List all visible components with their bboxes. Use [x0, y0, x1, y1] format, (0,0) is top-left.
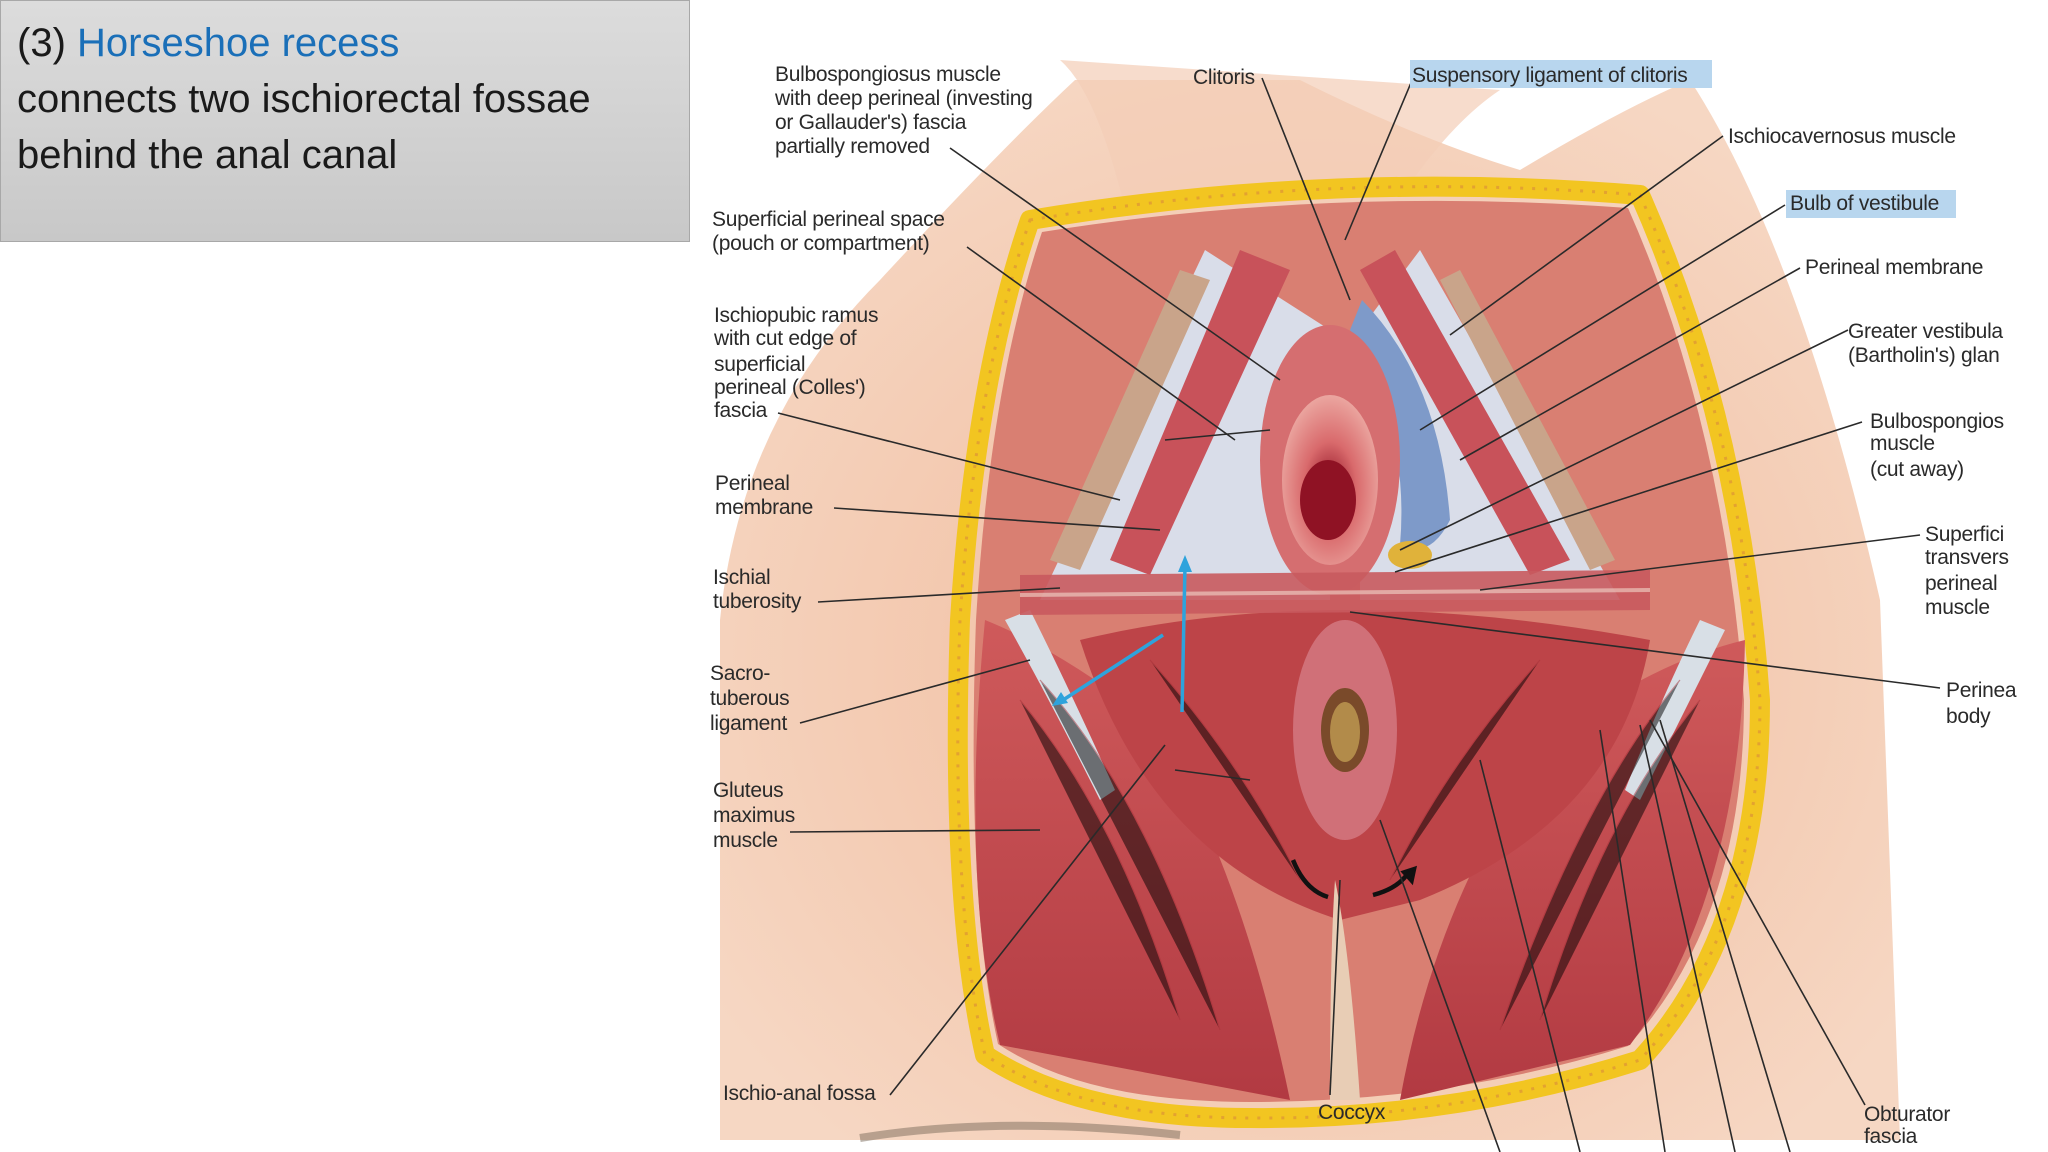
title-line: (3) Horseshoe recess	[17, 15, 673, 71]
label-clitoris: Clitoris	[1193, 66, 1255, 89]
label-perineal-membrane-right: Perineal membrane	[1805, 256, 1983, 279]
slide-number: (3)	[17, 21, 66, 65]
label-greater-vestibular: Greater vestibula (Bartholin's) glan	[1848, 320, 2008, 367]
label-ischiopubic: Ischiopubic ramus with cut edge of super…	[713, 304, 884, 422]
label-obturator: Obturator fascia	[1864, 1103, 1956, 1148]
label-superficial-space: Superficial perineal space (pouch or com…	[712, 208, 950, 255]
label-ischio-anal-fossa: Ischio-anal fossa	[723, 1082, 876, 1105]
label-bulbospongiosus-top: Bulbospongiosus muscle with deep perinea…	[774, 63, 1038, 158]
label-superficial-transverse: Superfici transvers perineal muscle	[1925, 523, 2014, 619]
label-bulbospongiosus-right: Bulbospongios muscle (cut away)	[1870, 410, 2009, 481]
body-line-2: behind the anal canal	[17, 133, 398, 177]
label-sacrotuberous: Sacro- tuberous ligament	[710, 662, 795, 735]
slide-title: Horseshoe recess	[77, 21, 400, 65]
text-box: (3) Horseshoe recess connects two ischio…	[0, 0, 690, 242]
suspensory-highlight	[1410, 60, 1712, 88]
bartholin-gland	[1388, 541, 1432, 569]
label-suspensory-ligament: Suspensory ligament of clitoris	[1412, 64, 1688, 87]
label-perineal-body: Perinea body	[1946, 679, 2022, 728]
body-line-1: connects two ischiorectal fossae	[17, 77, 591, 121]
label-coccyx: Coccyx	[1318, 1101, 1386, 1124]
label-bulb-vestibule: Bulb of vestibule	[1790, 192, 1939, 215]
label-ischiocavernosus: Ischiocavernosus muscle	[1728, 125, 1956, 148]
leader-lines	[777, 77, 1941, 1152]
label-perineal-membrane-left: Perineal membrane	[715, 472, 813, 519]
blue-arrows	[1059, 564, 1187, 713]
bulb-highlight	[1786, 190, 1956, 218]
label-ischial-tuberosity: Ischial tuberosity	[713, 566, 802, 613]
label-gluteus: Gluteus maximus muscle	[713, 779, 800, 852]
anatomy-illustration: Bulbospongiosus muscle with deep perinea…	[710, 60, 2022, 1152]
